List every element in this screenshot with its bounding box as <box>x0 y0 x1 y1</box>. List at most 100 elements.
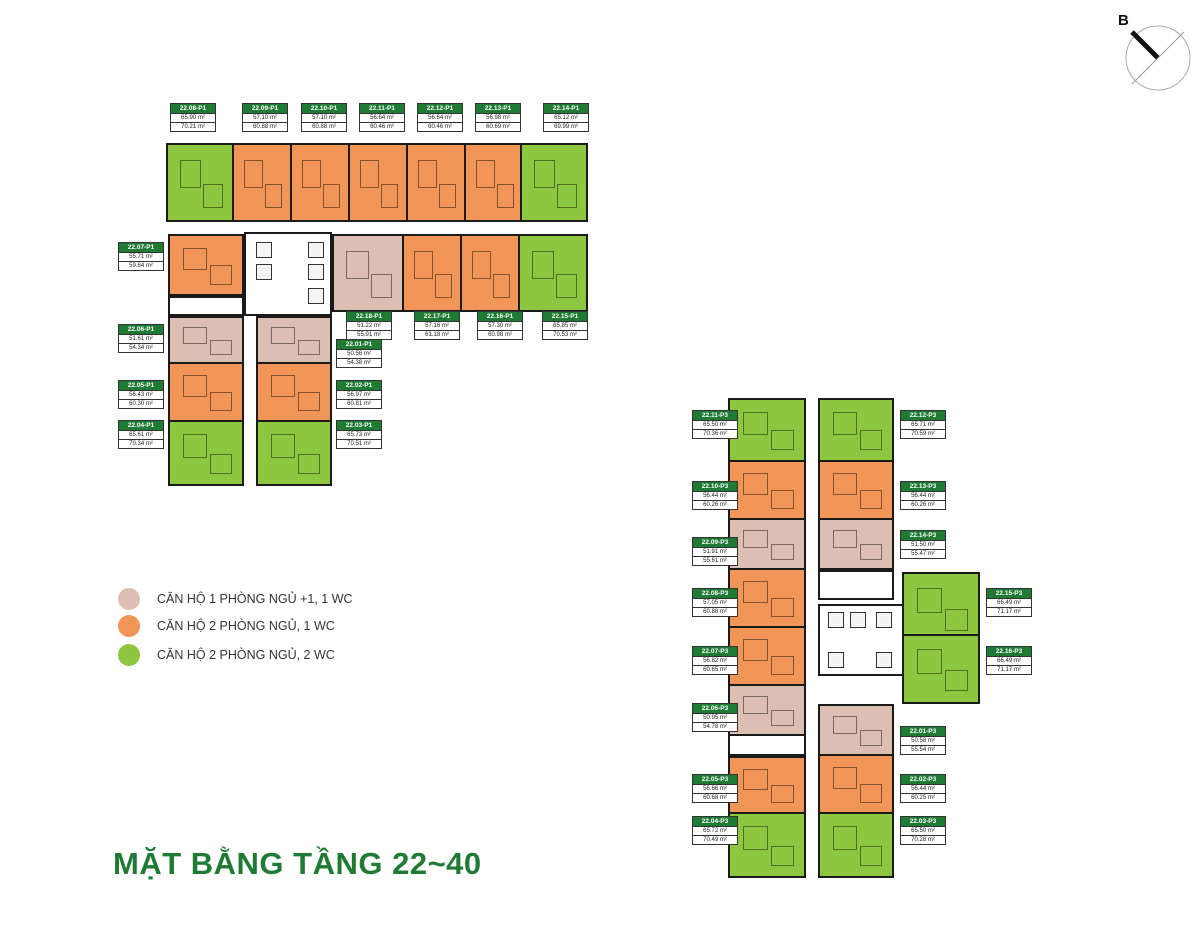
unit-code: 22.04-P1 <box>119 421 163 430</box>
unit-code: 22.13-P3 <box>901 482 945 491</box>
unit-code: 22.08-P3 <box>693 589 737 598</box>
elevator-icon <box>256 242 272 258</box>
unit-code: 22.13-P1 <box>476 104 520 113</box>
area-1: 65.50 m² <box>693 420 737 429</box>
unit-22.01-P3[interactable] <box>818 704 894 756</box>
unit-22.14-P3[interactable] <box>818 518 894 570</box>
unit-22.11-P1[interactable] <box>348 143 408 222</box>
unit-22.03-P3[interactable] <box>818 812 894 878</box>
unit-22.05-P1[interactable] <box>168 362 244 422</box>
elevator-icon <box>876 652 892 668</box>
area-2: 60.88 m² <box>243 122 287 131</box>
unit-22.14-P1[interactable] <box>520 143 588 222</box>
area-1: 50.56 m² <box>337 349 381 358</box>
compass-letter: B <box>1118 12 1129 29</box>
unit-22.15-P1[interactable] <box>518 234 588 312</box>
area-1: 56.82 m² <box>693 656 737 665</box>
area-1: 51.91 m² <box>693 547 737 556</box>
area-2: 55.47 m² <box>901 549 945 558</box>
area-2: 60.25 m² <box>901 793 945 802</box>
unit-22.12-P3[interactable] <box>818 398 894 462</box>
legend-swatch <box>118 615 140 637</box>
unit-22.13-P3[interactable] <box>818 460 894 520</box>
unit-22.12-P1[interactable] <box>406 143 466 222</box>
unit-22.13-P1[interactable] <box>464 143 524 222</box>
unit-22.05-P3[interactable] <box>728 756 806 814</box>
unit-22.11-P3[interactable] <box>728 398 806 462</box>
unit-code: 22.01-P3 <box>901 727 945 736</box>
compass-icon: B <box>1118 12 1191 91</box>
unit-22.03-P1[interactable] <box>256 420 332 486</box>
area-2: 71.17 m² <box>987 665 1031 674</box>
legend-label: CĂN HỘ 1 PHÒNG NGỦ +1, 1 WC <box>157 592 353 606</box>
unit-22.06-P3[interactable] <box>728 684 806 736</box>
unit-22.06-P1[interactable] <box>168 316 244 364</box>
legend-item-green: CĂN HỘ 2 PHÒNG NGỦ, 2 WC <box>118 644 335 666</box>
area-2: 60.26 m² <box>693 500 737 509</box>
area-1: 56.44 m² <box>693 491 737 500</box>
unit-22.16-P1[interactable] <box>460 234 520 312</box>
unit-code: 22.04-P3 <box>693 817 737 826</box>
unit-22.04-P3[interactable] <box>728 812 806 878</box>
area-2: 60.46 m² <box>418 122 462 131</box>
area-2: 71.17 m² <box>987 607 1031 616</box>
unit-22.07-P3[interactable] <box>728 626 806 686</box>
unit-22.17-P1[interactable] <box>402 234 462 312</box>
area-1: 66.49 m² <box>987 598 1031 607</box>
unit-22.16-P3[interactable] <box>902 634 980 704</box>
unit-22.18-P1[interactable] <box>332 234 404 312</box>
unit-22.01-P1[interactable] <box>256 316 332 364</box>
unit-code: 22.06-P3 <box>693 704 737 713</box>
unit-22.09-P1[interactable] <box>232 143 292 222</box>
elevator-icon <box>308 288 324 304</box>
area-2: 54.78 m² <box>693 722 737 731</box>
area-2: 55.54 m² <box>901 745 945 754</box>
legend-swatch <box>118 588 140 610</box>
area-1: 65.12 m² <box>544 113 588 122</box>
unit-22.07-P1[interactable] <box>168 234 244 296</box>
compass: B <box>1118 8 1194 99</box>
area-2: 60.68 m² <box>693 793 737 802</box>
area-2: 70.49 m² <box>693 835 737 844</box>
unit-code: 22.14-P1 <box>544 104 588 113</box>
area-1: 56.44 m² <box>901 784 945 793</box>
area-1: 65.73 m² <box>337 430 381 439</box>
area-1: 51.61 m² <box>119 334 163 343</box>
unit-22.02-P1[interactable] <box>256 362 332 422</box>
area-2: 69.99 m² <box>544 122 588 131</box>
area-2: 70.59 m² <box>901 429 945 438</box>
unit-22.09-P3[interactable] <box>728 518 806 570</box>
unit-22.02-P3[interactable] <box>818 754 894 814</box>
area-1: 66.49 m² <box>987 656 1031 665</box>
area-2: 70.28 m² <box>901 835 945 844</box>
area-1: 50.58 m² <box>901 736 945 745</box>
unit-code: 22.07-P1 <box>119 243 163 252</box>
area-1: 56.98 m² <box>476 113 520 122</box>
stairwell <box>728 734 806 756</box>
elevator-icon <box>256 264 272 280</box>
elevator-icon <box>828 612 844 628</box>
unit-code: 22.15-P1 <box>543 312 587 321</box>
unit-code: 22.15-P3 <box>987 589 1031 598</box>
elevator-core <box>244 232 332 316</box>
corridor <box>804 398 818 880</box>
unit-22.08-P3[interactable] <box>728 568 806 628</box>
unit-22.08-P1[interactable] <box>166 143 234 222</box>
area-1: 65.85 m² <box>543 321 587 330</box>
unit-22.04-P1[interactable] <box>168 420 244 486</box>
unit-22.10-P1[interactable] <box>290 143 350 222</box>
unit-22.10-P3[interactable] <box>728 460 806 520</box>
